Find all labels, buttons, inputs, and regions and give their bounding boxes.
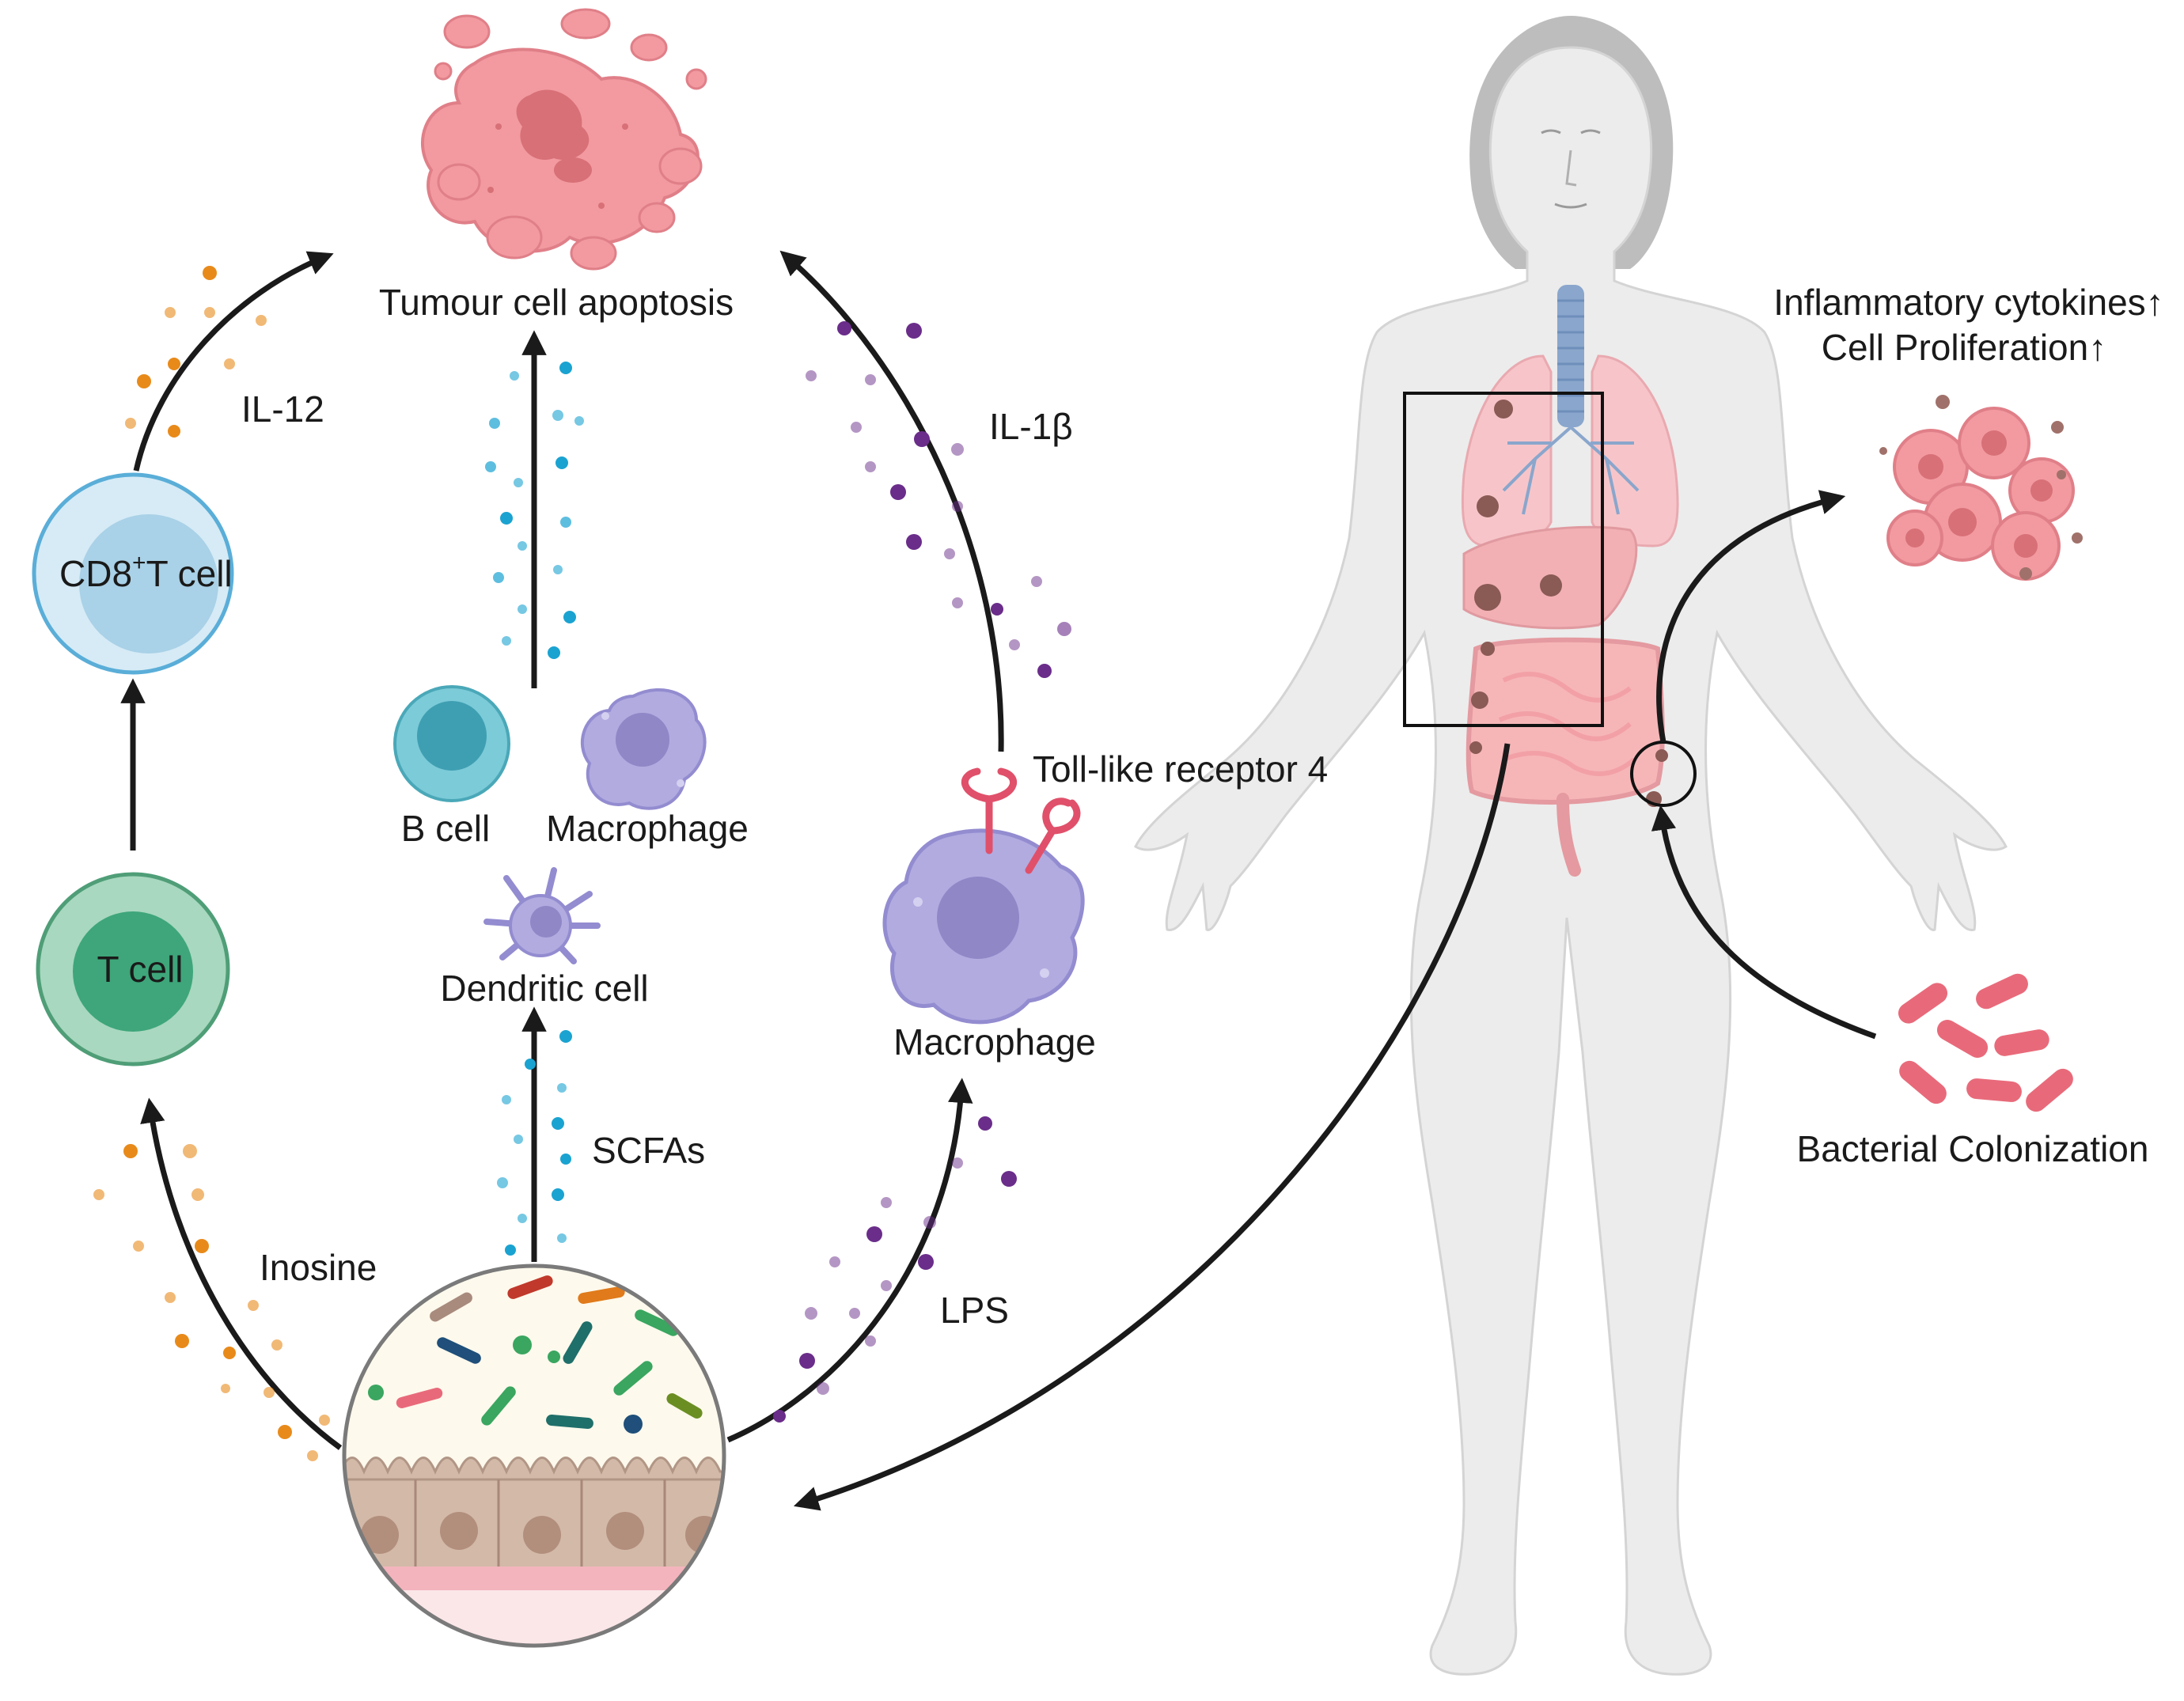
macrophage-icon-tlr4: [882, 828, 1085, 1025]
gut-epithelium-microbiota-circle: [342, 1263, 726, 1648]
arrow-organs-to-gut: [793, 743, 1511, 1511]
tlr4-receptor-icons: [961, 767, 1081, 874]
label-t-cell: T cell: [97, 949, 183, 990]
labels: Tumour cell apoptosis IL-12 CD8+T cell T…: [59, 282, 2164, 1331]
label-lps: LPS: [940, 1290, 1009, 1331]
organ-highlight-box: [1403, 392, 1604, 727]
bacteria-colony-icon: [1898, 973, 2073, 1112]
macrophage-icon-middle: [581, 688, 707, 810]
pathway-arrows: [120, 250, 1877, 1511]
label-il12: IL-12: [241, 388, 324, 430]
arrow-gut-to-tcell: [140, 1097, 343, 1450]
label-scfas: SCFAs: [592, 1130, 705, 1171]
cd8-t-cell-icon: [32, 472, 234, 675]
arrow-colon-to-proliferation: [1656, 490, 1846, 743]
lps-dots: [773, 321, 1071, 1423]
arrow-bacteria-to-colon: [1651, 805, 1877, 1040]
label-tumour-cell-apoptosis: Tumour cell apoptosis: [379, 282, 734, 323]
inosine-dots: [93, 266, 330, 1461]
dendritic-cell-icon: [483, 867, 601, 964]
arrow-tlr4-to-apoptosis: [779, 250, 1004, 752]
label-toll-like-receptor-4: Toll-like receptor 4: [1033, 748, 1328, 790]
label-il1b: IL-1β: [989, 406, 1073, 447]
label-cd8-t-cell: CD8+T cell: [59, 550, 233, 594]
proliferating-cell-cluster: [1879, 395, 2083, 581]
b-cell-icon: [393, 685, 510, 802]
label-cell-proliferation: Cell Proliferation↑: [1822, 327, 2106, 368]
human-body-illustration: [1134, 16, 2008, 1676]
scfa-dots: [485, 362, 584, 1256]
label-inflammatory-cytokines: Inflammatory cytokines↑: [1773, 282, 2163, 323]
metastasis-spots: [1469, 400, 1668, 807]
label-b-cell: B cell: [401, 808, 490, 849]
label-bacterial-colonization: Bacterial Colonization: [1797, 1128, 2149, 1169]
label-inosine: Inosine: [260, 1247, 377, 1288]
label-dendritic-cell: Dendritic cell: [440, 968, 648, 1009]
label-macrophage-middle: Macrophage: [546, 808, 749, 849]
label-macrophage-tlr4: Macrophage: [893, 1021, 1096, 1063]
large-intestine: [1465, 637, 1665, 805]
tumour-cell-cluster: [421, 8, 707, 271]
trachea: [1557, 285, 1584, 427]
t-cell-icon: [36, 872, 230, 1066]
arrow-cd8-to-apoptosis: [133, 251, 334, 472]
